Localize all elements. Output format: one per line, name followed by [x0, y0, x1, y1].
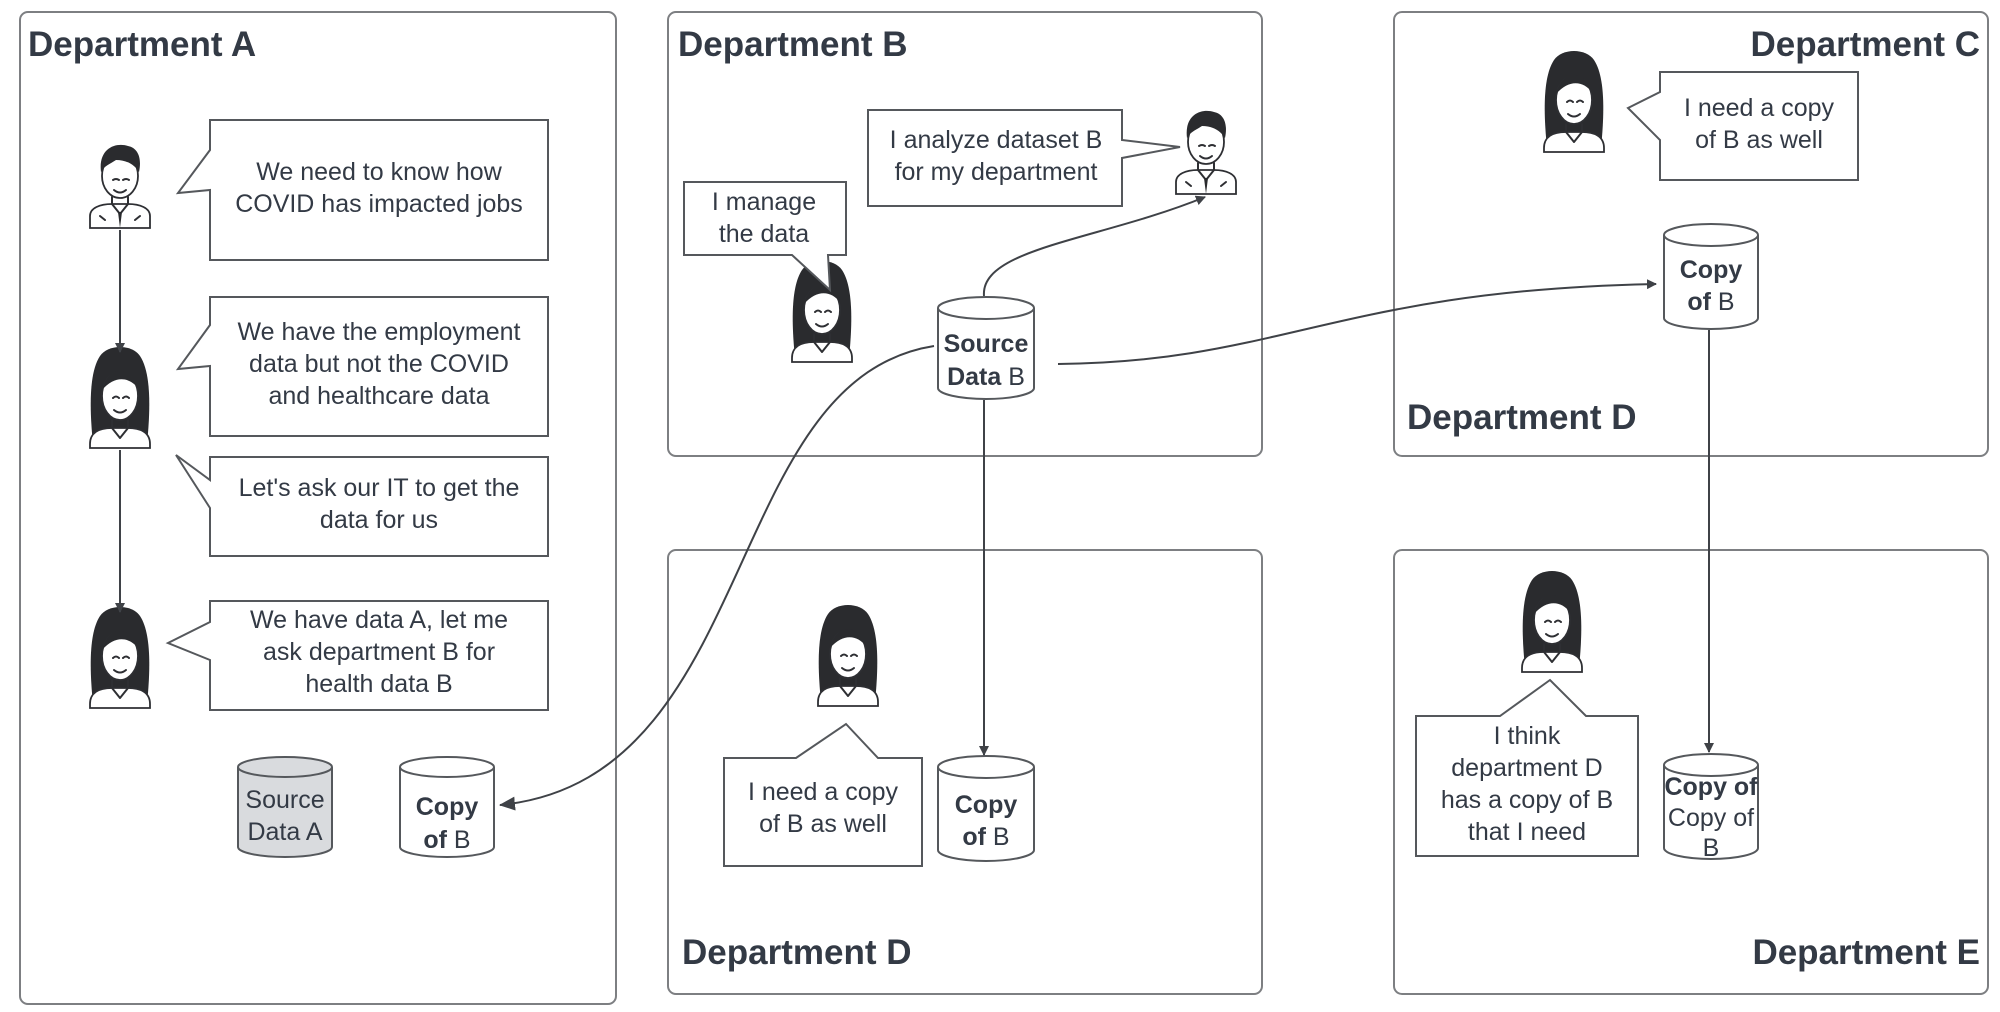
department-d-bottom-title: Department D [682, 933, 911, 972]
svg-text:of B: of B [423, 826, 470, 854]
source-a-line1: Source [245, 786, 324, 814]
database-copy-of-b-dept-a: Copy of B [399, 756, 495, 858]
bubble-d-line2: of B as well [759, 810, 887, 838]
svg-text:Copy: Copy [955, 791, 1018, 819]
connector-source-b-to-dept-c [1057, 279, 1657, 365]
bubble-c-line1: I need a copy [1684, 94, 1835, 122]
bubble-e-line1: I think [1494, 722, 1561, 750]
copy-d-line1: Copy [955, 791, 1018, 819]
bubble-e-line4: that I need [1468, 818, 1586, 846]
bubble-b-analyze-line1: I analyze dataset B [890, 126, 1103, 154]
bubble-a4-line3: health data B [305, 670, 452, 698]
person-woman-e [1521, 570, 1583, 673]
copy-e-line2: Copy of [1668, 804, 1754, 832]
bubble-a1-line1: We need to know how [256, 158, 502, 186]
svg-text:of B: of B [962, 823, 1009, 851]
bubble-b-manage-line1: I manage [712, 188, 816, 216]
svg-text:of B: of B [1687, 288, 1734, 316]
department-a-title: Department A [28, 25, 256, 64]
copy-e-line1: Copy of [1664, 773, 1758, 801]
department-e-title: Department E [1752, 933, 1980, 972]
source-b-line1: Source [944, 330, 1029, 358]
bubble-a4-line1: We have data A, let me [250, 606, 508, 634]
bubble-c-line2: of B as well [1695, 126, 1823, 154]
speech-bubble-b-analyze: I analyze dataset B for my department [867, 109, 1181, 207]
bubble-a4-line2: ask department B for [263, 638, 495, 666]
database-source-data-a: Source Data A [237, 756, 333, 858]
bubble-b-analyze-line2: for my department [895, 158, 1098, 186]
svg-text:Copy: Copy [416, 793, 479, 821]
department-c-title: Department C [1751, 25, 1980, 64]
copy-a-line2-bold: of [423, 826, 447, 854]
speech-bubble-e: I think department D has a copy of B tha… [1415, 678, 1639, 857]
speech-bubble-a3: Let's ask our IT to get the data for us [175, 454, 549, 557]
bubble-a2-line2: data but not the COVID [249, 350, 509, 378]
bubble-a2-line1: We have the employment [237, 318, 520, 346]
copy-c-line1: Copy [1680, 256, 1743, 284]
connector-source-b-to-dept-a [499, 345, 935, 811]
copy-d-line2-rest: B [986, 823, 1010, 851]
copy-a-line1: Copy [416, 793, 479, 821]
svg-text:Data B: Data B [947, 363, 1025, 391]
svg-text:Source: Source [944, 330, 1029, 358]
source-b-line2-bold: Data [947, 363, 1002, 391]
bubble-a3-line2: data for us [320, 506, 438, 534]
copy-c-line2-rest: B [1711, 288, 1735, 316]
svg-text:Copy of: Copy of [1664, 773, 1758, 801]
svg-text:Copy: Copy [1680, 256, 1743, 284]
database-copy-of-b-dept-c: Copy of B [1663, 223, 1759, 330]
person-woman-a2 [89, 346, 151, 449]
person-woman-d [817, 604, 879, 707]
person-woman-c [1543, 50, 1605, 153]
connector-source-b-to-analyst [982, 195, 1206, 297]
bubble-b-manage-line2: the data [719, 220, 809, 248]
speech-bubble-a1: We need to know how COVID has impacted j… [175, 119, 549, 261]
bubble-e-line3: has a copy of B [1441, 786, 1613, 814]
person-woman-a3 [89, 606, 151, 709]
copy-a-line2-rest: B [447, 826, 471, 854]
bubble-a2-line3: and healthcare data [268, 382, 489, 410]
bubble-a3-line1: Let's ask our IT to get the [239, 474, 520, 502]
speech-bubble-d: I need a copy of B as well [723, 722, 923, 867]
copy-c-line2-bold: of [1687, 288, 1711, 316]
speech-bubble-a4: We have data A, let me ask department B … [165, 600, 549, 711]
copy-d-line2-bold: of [962, 823, 986, 851]
bubble-d-line1: I need a copy [748, 778, 899, 806]
speech-bubble-a2: We have the employment data but not the … [175, 296, 549, 437]
bubble-e-line2: department D [1451, 754, 1602, 782]
speech-bubble-c: I need a copy of B as well [1626, 71, 1859, 181]
database-source-data-b: Source Data B [937, 296, 1035, 400]
source-a-line2: Data A [247, 818, 322, 846]
database-copy-of-copy-dept-e: Copy of Copy of B [1663, 753, 1759, 862]
database-copy-of-b-dept-d: Copy of B [937, 755, 1035, 862]
copy-e-line3: B [1703, 834, 1720, 862]
bubble-a1-line2: COVID has impacted jobs [235, 190, 523, 218]
department-b-title: Department B [678, 25, 907, 64]
department-d-top-title: Department D [1407, 398, 1636, 437]
source-b-line2-rest: B [1001, 363, 1025, 391]
speech-bubble-b-manage: I manage the data [683, 181, 847, 293]
